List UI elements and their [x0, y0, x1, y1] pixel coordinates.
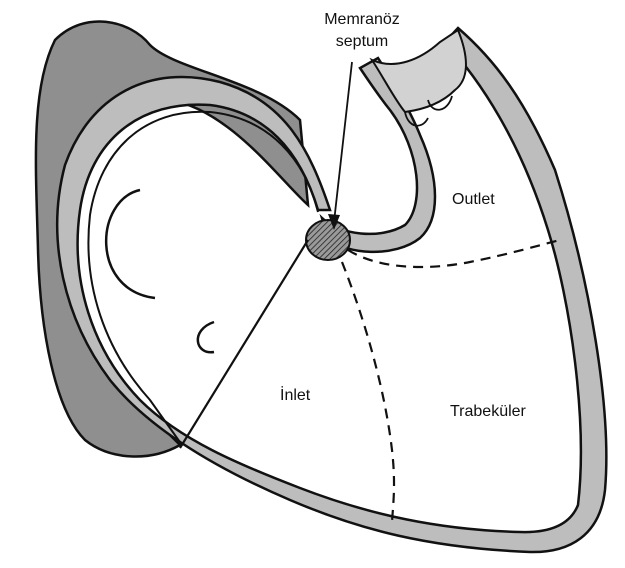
- membranous-pointer-line: [334, 62, 352, 222]
- outlet-label: Outlet: [452, 190, 495, 210]
- membranous-septum-label-line2: septum: [336, 32, 388, 52]
- trabecular-label: Trabeküler: [450, 402, 526, 422]
- inlet-trabecular-boundary: [342, 262, 394, 522]
- atrium-curve-large: [106, 190, 155, 298]
- inlet-label: İnlet: [280, 386, 310, 406]
- atrium-curve-small: [198, 322, 214, 352]
- outer-wall: [57, 28, 606, 552]
- membranous-septum-patch: [306, 220, 350, 260]
- membranous-septum-label-line1: Memranöz: [324, 10, 400, 30]
